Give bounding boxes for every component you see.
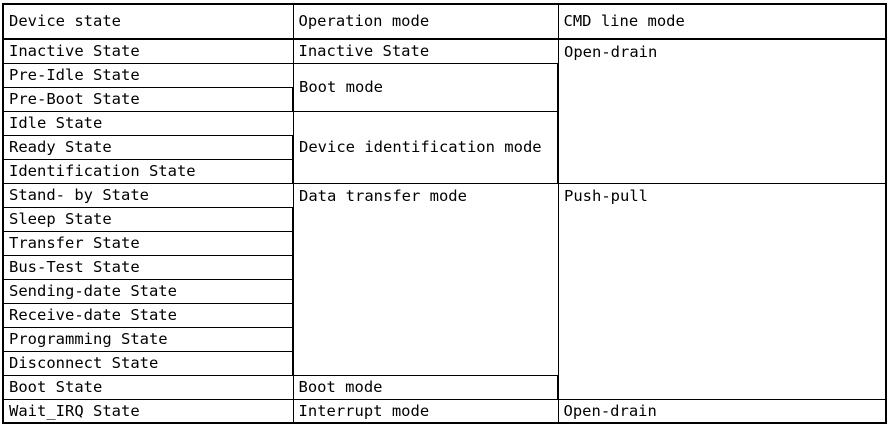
table-row: Disconnect State <box>2 350 886 376</box>
table-row: Sending-date State <box>2 278 886 304</box>
column-header-operation-mode: Operation mode <box>292 3 559 40</box>
table-row: Programming State <box>2 326 886 352</box>
cell-device-state: Sending-date State <box>2 278 294 304</box>
table-row: Boot State Boot mode <box>2 374 886 400</box>
cell-cmd-line-mode: Open-drain <box>557 38 887 184</box>
cell-device-state: Boot State <box>2 374 294 400</box>
table-header: Device state Operation mode CMD line mod… <box>2 3 887 40</box>
table-row: Stand- by State Data transfer mode Push-… <box>2 182 887 400</box>
cell-device-state: Ready State <box>2 134 294 160</box>
header-row: Device state Operation mode CMD line mod… <box>2 3 887 40</box>
table-row: Receive-date State <box>2 302 886 328</box>
table-row: Pre-Idle State Boot mode <box>2 62 886 112</box>
cell-device-state: Receive-date State <box>2 302 294 328</box>
cell-operation-mode: Data transfer mode <box>292 182 559 376</box>
cell-device-state: Programming State <box>2 326 294 352</box>
table-row: Transfer State <box>2 230 886 256</box>
cell-device-state: Pre-Idle State <box>2 62 294 88</box>
cell-device-state: Sleep State <box>2 206 294 232</box>
table-row: Bus-Test State <box>2 254 886 280</box>
cell-device-state: Identification State <box>2 158 294 184</box>
cell-device-state: Bus-Test State <box>2 254 294 280</box>
cell-operation-mode: Device identification mode <box>292 110 559 184</box>
column-header-device-state: Device state <box>2 3 294 40</box>
cell-device-state: Idle State <box>2 110 294 136</box>
cell-operation-mode: Boot mode <box>292 374 559 400</box>
state-table-container: Device state Operation mode CMD line mod… <box>2 3 887 424</box>
cell-cmd-line-mode: Push-pull <box>557 182 887 400</box>
cell-device-state: Inactive State <box>2 38 294 64</box>
cell-device-state: Transfer State <box>2 230 294 256</box>
table-row: Wait_IRQ State Interrupt mode Open-drain <box>2 398 887 424</box>
table-row: Identification State <box>2 158 886 184</box>
table-row: Inactive State Inactive State Open-drain <box>2 38 887 184</box>
table-row: Ready State <box>2 134 886 160</box>
table-body: Inactive State Inactive State Open-drain… <box>2 38 887 424</box>
cell-device-state: Stand- by State <box>2 182 294 208</box>
table-row: Idle State Device identification mode <box>2 110 886 184</box>
table-row: Sleep State <box>2 206 886 232</box>
column-header-cmd-line-mode: CMD line mode <box>557 3 887 40</box>
cell-device-state: Wait_IRQ State <box>2 398 294 424</box>
cell-device-state: Pre-Boot State <box>2 86 294 112</box>
cell-cmd-line-mode: Open-drain <box>557 398 887 424</box>
cell-operation-mode: Interrupt mode <box>292 398 559 424</box>
device-state-table: Device state Operation mode CMD line mod… <box>2 3 887 424</box>
cell-operation-mode: Inactive State <box>292 38 559 64</box>
cell-operation-mode: Boot mode <box>292 62 559 112</box>
cell-device-state: Disconnect State <box>2 350 294 376</box>
